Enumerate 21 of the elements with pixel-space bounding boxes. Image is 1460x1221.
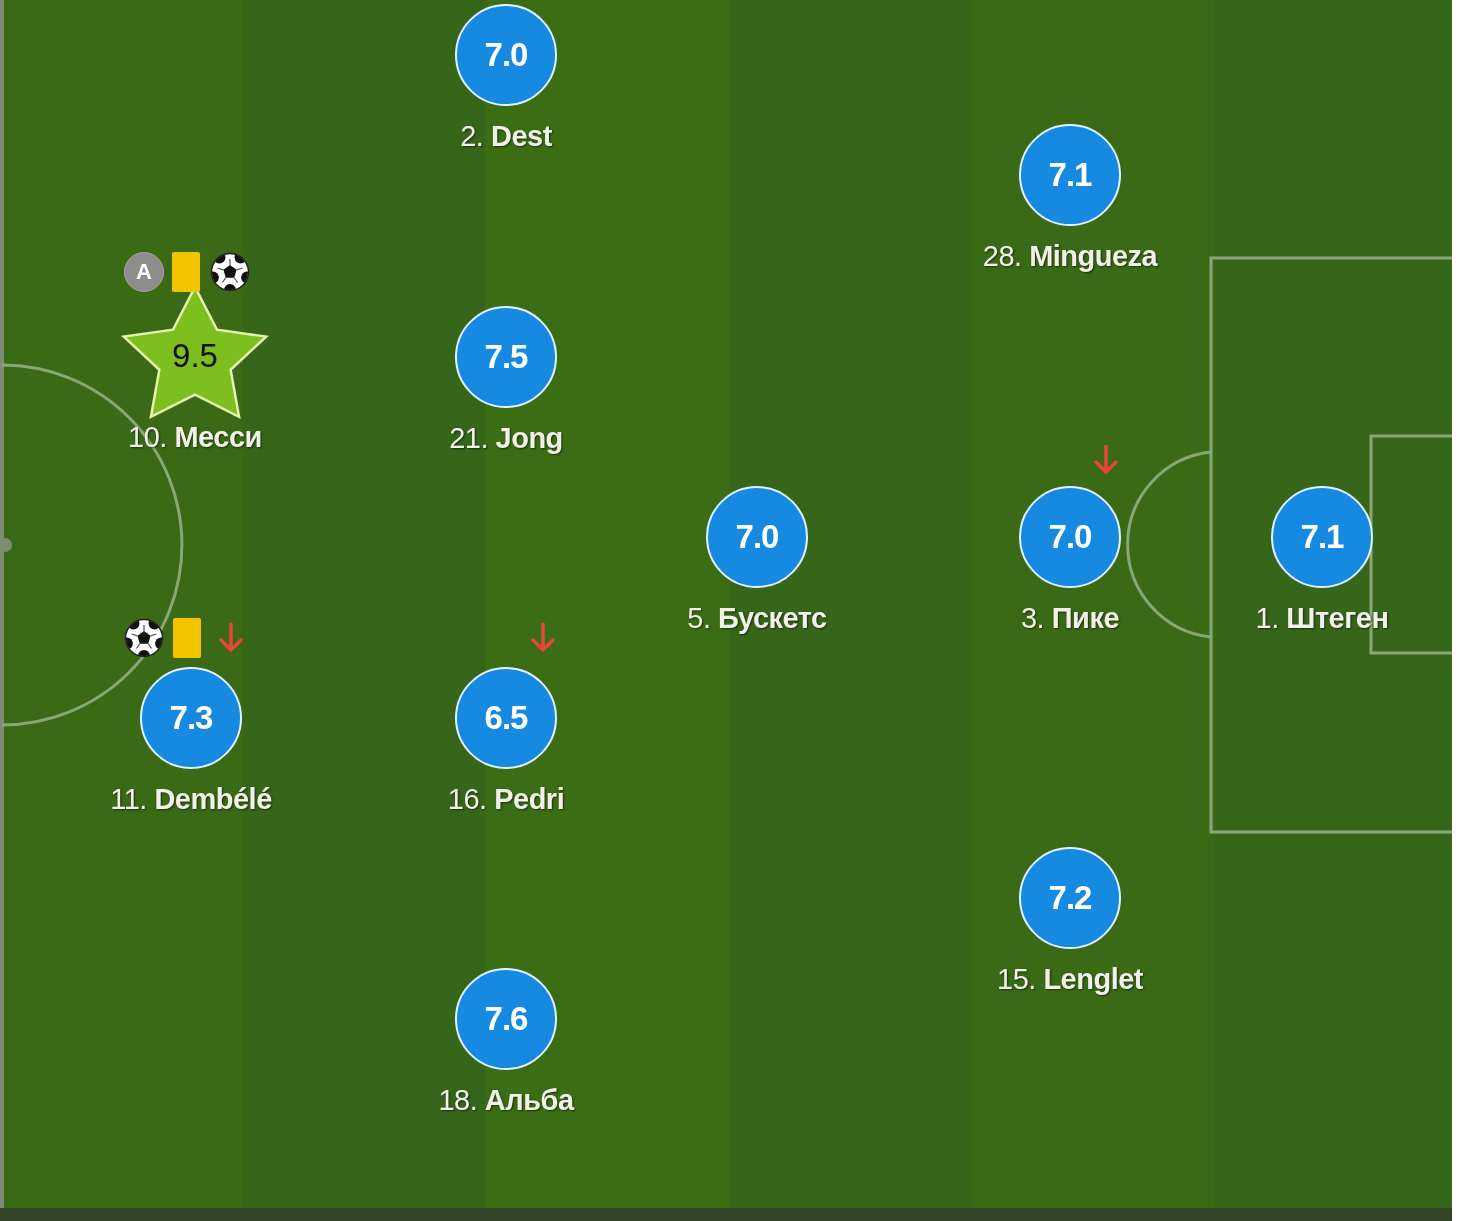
player-name: 11. Dembélé xyxy=(110,784,272,816)
player-name: 18. Альба xyxy=(438,1085,574,1117)
rating-circle: 6.5 xyxy=(455,667,557,769)
player-name: 15. Lenglet xyxy=(997,964,1143,996)
rating-circle: 7.3 xyxy=(140,667,242,769)
rating-circle: 7.0 xyxy=(706,486,808,588)
player-name: 5. Бускетс xyxy=(687,603,827,635)
rating-circle: 7.0 xyxy=(1019,486,1121,588)
player-name: 16. Pedri xyxy=(447,784,565,816)
player-name: 2. Dest xyxy=(460,121,552,153)
rating-circle: 7.6 xyxy=(455,968,557,1070)
player-name: 21. Jong xyxy=(449,423,563,455)
rating-circle: 7.2 xyxy=(1019,847,1121,949)
player-name: 3. Пике xyxy=(1020,603,1120,635)
player-name: 10. Месси xyxy=(128,422,262,454)
rating-circle: 7.1 xyxy=(1271,486,1373,588)
rating-circle: 7.5 xyxy=(455,306,557,408)
player-name: 28. Mingueza xyxy=(982,241,1158,273)
player-name: 1. Штеген xyxy=(1255,603,1389,635)
rating-circle: 7.0 xyxy=(455,4,557,106)
rating-circle: 7.1 xyxy=(1019,124,1121,226)
